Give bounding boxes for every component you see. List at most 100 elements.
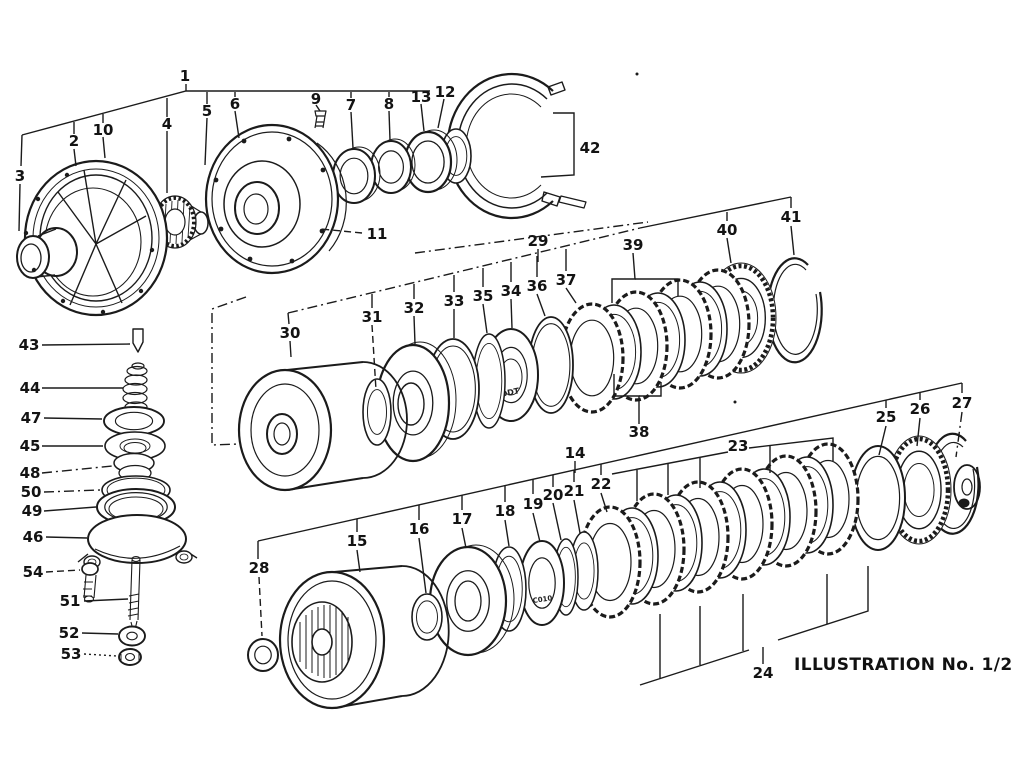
callout-28: 28 <box>249 559 270 577</box>
callout-22: 22 <box>591 475 612 493</box>
leader-line <box>41 465 113 474</box>
callout-48: 48 <box>20 464 41 482</box>
nut-53 <box>118 648 142 666</box>
callout-38: 38 <box>629 423 650 441</box>
callout-32: 32 <box>404 299 425 317</box>
servo-spring <box>131 362 145 370</box>
rivet-dot <box>60 298 66 304</box>
leader-line <box>258 576 263 637</box>
diagram-shape <box>94 545 181 559</box>
diagram-shape <box>114 411 154 431</box>
callout-4: 4 <box>162 115 172 133</box>
rivet-dot <box>733 400 737 404</box>
leader-line <box>20 134 23 167</box>
diagram-shape <box>122 382 148 396</box>
leader-line <box>83 598 129 602</box>
leader-line <box>510 298 513 329</box>
lock-ring-28 <box>247 638 279 672</box>
leader-line <box>413 315 416 345</box>
servo-retainer-46 <box>87 514 187 564</box>
leader-line <box>43 417 103 420</box>
bracket-group-14 <box>257 382 963 542</box>
diagram-shape <box>411 140 445 184</box>
callout-30: 30 <box>280 324 301 342</box>
callout-27: 27 <box>952 394 973 412</box>
callout-26: 26 <box>910 400 931 418</box>
diagram-shape <box>528 557 556 609</box>
rivet-dot <box>289 258 295 264</box>
leader-line <box>234 110 240 139</box>
leader-line <box>41 343 131 346</box>
callout-35: 35 <box>473 287 494 305</box>
bracket-discs-39 <box>611 252 636 303</box>
diagram-shape <box>126 631 138 641</box>
leader-line <box>552 502 562 541</box>
leader-line <box>18 183 21 232</box>
leader-line <box>565 287 577 304</box>
callout-23: 23 <box>728 437 749 455</box>
callout-21: 21 <box>564 482 585 500</box>
servo-stud-51 <box>131 555 141 563</box>
callout-34: 34 <box>501 282 522 300</box>
diagram-shape <box>416 600 438 634</box>
callout-7: 7 <box>346 96 356 114</box>
callout-53: 53 <box>61 645 82 663</box>
callout-54: 54 <box>23 563 44 581</box>
rivet-dot <box>286 136 292 142</box>
leader-line <box>43 489 101 493</box>
diagram-shape <box>120 653 140 662</box>
rivet-dot <box>635 72 639 76</box>
leader-line <box>600 492 608 513</box>
diagram-shape <box>243 193 269 225</box>
diagram-shape <box>164 208 186 236</box>
callout-3: 3 <box>15 167 25 185</box>
diagram-shape <box>454 580 482 622</box>
rivet-dot <box>149 247 155 253</box>
diagram-shape <box>362 378 392 446</box>
callout-16: 16 <box>409 520 430 538</box>
leader-line <box>777 566 869 641</box>
snap-ring-41 <box>766 257 823 364</box>
leader-line <box>315 104 321 112</box>
callout-5: 5 <box>202 102 212 120</box>
anchor-pin-43 <box>132 328 144 353</box>
callout-43: 43 <box>19 336 40 354</box>
diagram-shape <box>961 478 973 496</box>
callout-10: 10 <box>93 121 114 139</box>
diagram-shape <box>266 413 298 455</box>
bracket-plates-38 <box>613 374 640 424</box>
leader-11 <box>320 228 363 234</box>
rivet-dot <box>218 226 224 232</box>
rivet-dot <box>23 230 29 236</box>
diagram-shape <box>273 422 291 446</box>
diagram-shape <box>254 645 272 665</box>
callout-6: 6 <box>230 95 240 113</box>
diagram-shape <box>958 498 970 508</box>
callout-20: 20 <box>543 486 564 504</box>
callout-36: 36 <box>527 277 548 295</box>
leader-line <box>878 425 887 456</box>
diagram-shape <box>223 160 301 248</box>
leader-line <box>388 110 391 141</box>
callout-8: 8 <box>384 95 394 113</box>
leader-line <box>504 519 510 547</box>
diagram-shape <box>103 406 165 436</box>
callout-29: 29 <box>528 232 549 250</box>
callout-33: 33 <box>444 292 465 310</box>
callout-12: 12 <box>435 83 456 101</box>
leader-line <box>532 512 541 543</box>
diagram-shape <box>234 181 280 235</box>
rivet-dot <box>31 267 37 273</box>
illustration-number: ILLUSTRATION No. 1/2 <box>794 655 1013 675</box>
callout-9: 9 <box>311 90 321 108</box>
callout-13: 13 <box>411 88 432 106</box>
leader-line <box>81 632 119 635</box>
leader-line <box>420 103 425 132</box>
callout-41: 41 <box>781 208 802 226</box>
leader-line <box>43 506 97 512</box>
callout-47: 47 <box>21 409 42 427</box>
callout-11: 11 <box>367 225 388 243</box>
leader-line <box>287 312 290 325</box>
leader-line <box>83 653 118 657</box>
